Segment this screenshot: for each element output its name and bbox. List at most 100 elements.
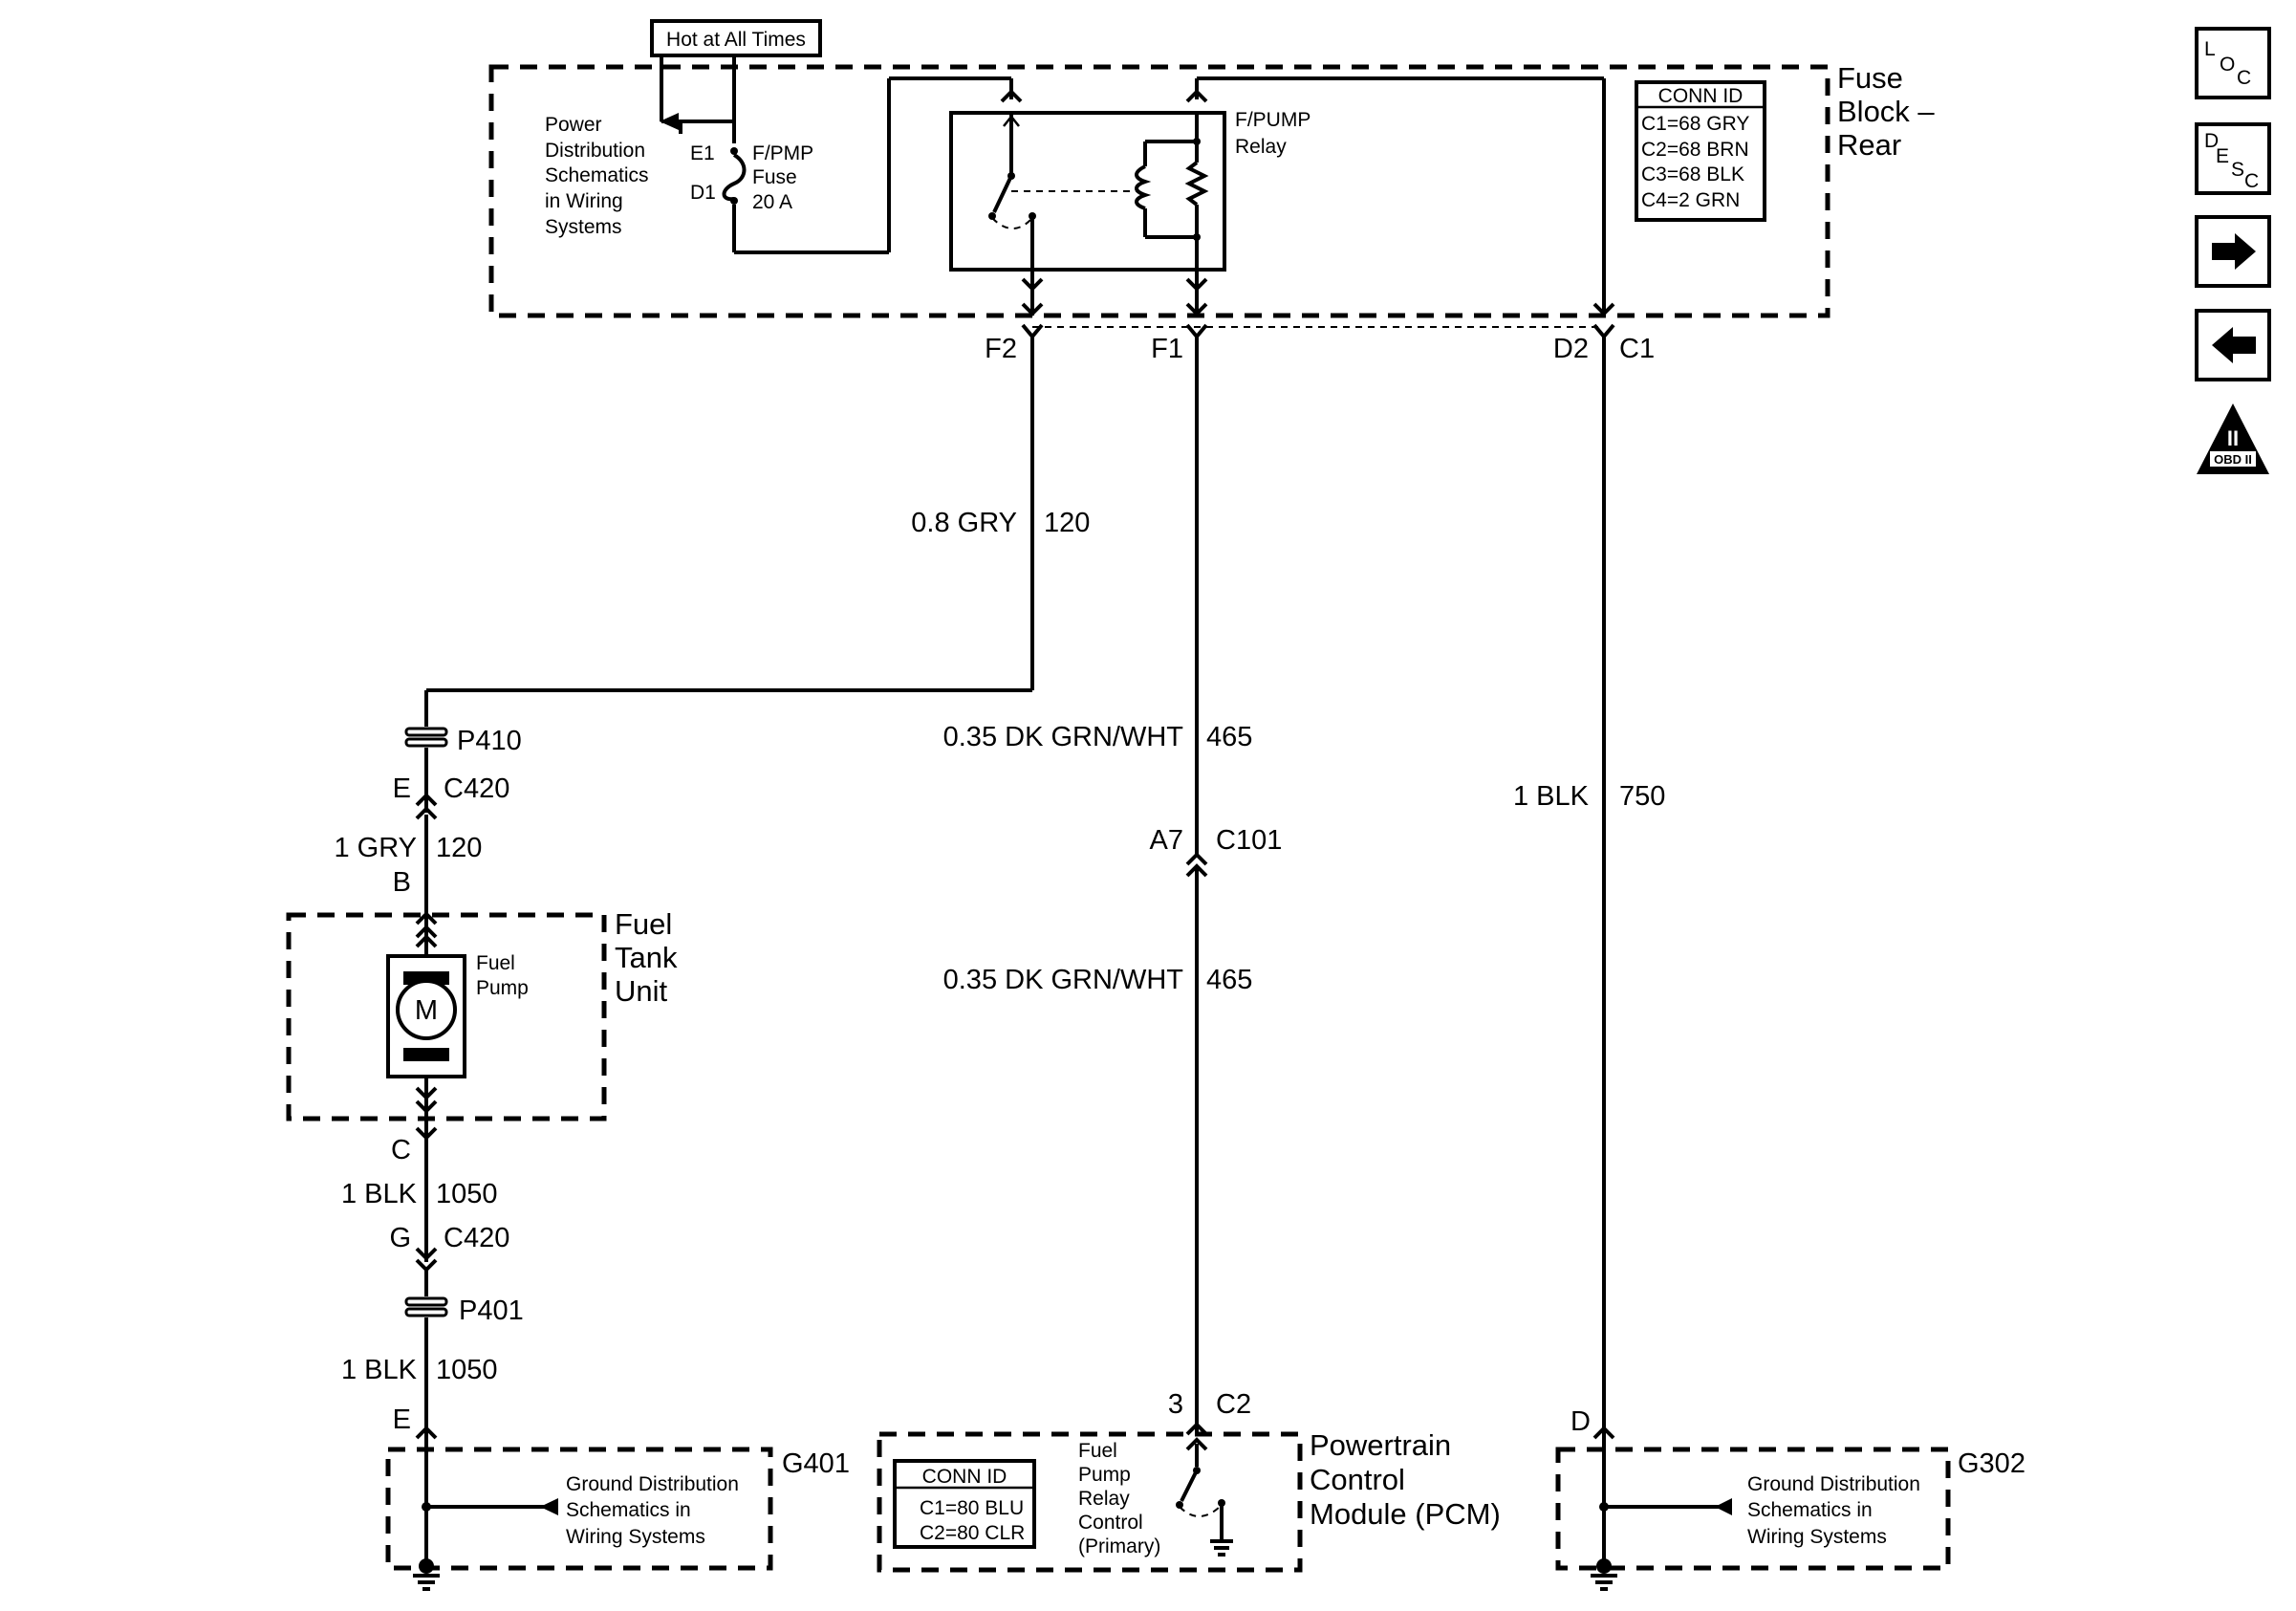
wire-size-color: 0.35 DK GRN/WHT — [943, 965, 1184, 995]
ground-text: Wiring Systems — [1747, 1526, 1887, 1548]
fuse-block-rear: Fuse Block – Rear Power Distribution Sch… — [488, 55, 1935, 364]
fuel-tank-title-2: Tank — [615, 941, 678, 974]
loc-glyph: C — [2237, 67, 2251, 89]
svg-text:Schematics: Schematics — [545, 164, 649, 186]
ground-text: Ground Distribution — [566, 1473, 739, 1495]
fuse-block-title-3: Rear — [1837, 128, 1901, 162]
fuse-name-3: 20 A — [752, 191, 792, 213]
pcm-conn-id-table: CONN ID C1=80 BLU C2=80 CLR — [893, 1459, 1036, 1549]
pcm-control-label: (Primary) — [1078, 1535, 1160, 1557]
c2-pin: 3 — [1168, 1389, 1183, 1420]
pin-c: C — [391, 1135, 411, 1165]
ground-text: Schematics in — [1747, 1499, 1873, 1521]
relay-body — [949, 111, 1226, 272]
pcm-title-3: Module (PCM) — [1310, 1497, 1501, 1531]
relay-name-2: Relay — [1235, 136, 1287, 158]
conn-id-row: C4=2 GRN — [1641, 189, 1740, 211]
motor-symbol: M — [415, 995, 438, 1026]
obd-label: OBD II — [2214, 452, 2252, 467]
p410-label: P410 — [457, 726, 522, 756]
wire-size-color: 1 BLK — [341, 1355, 418, 1385]
wire-size-color: 1 BLK — [341, 1179, 418, 1209]
c420-top-label: C420 — [444, 773, 509, 804]
fuel-tank-title-1: Fuel — [615, 907, 672, 941]
ground-text: Schematics in — [566, 1499, 691, 1521]
conn-id-header: CONN ID — [1658, 85, 1744, 107]
fuel-pump-motor: M Fuel Pump — [386, 952, 529, 1078]
svg-text:Systems: Systems — [545, 216, 622, 238]
c101-label: C101 — [1216, 825, 1282, 856]
fuse-name-1: F/PMP — [752, 142, 813, 164]
relay-coil-icon — [1135, 164, 1152, 210]
pin-b: B — [393, 867, 411, 898]
desc-glyph: E — [2216, 145, 2229, 167]
ground-text: Ground Distribution — [1747, 1473, 1920, 1495]
wire-circuit: 465 — [1206, 722, 1252, 752]
wire-circuit: 465 — [1206, 965, 1252, 995]
terminal-f1: F1 — [1151, 334, 1183, 364]
arrow-right-icon — [2212, 233, 2256, 270]
g302-boundary — [1555, 1447, 1951, 1571]
previous-page-button[interactable] — [2195, 309, 2271, 381]
loc-glyph: L — [2204, 38, 2216, 60]
location-button[interactable]: L O C — [2195, 27, 2271, 99]
pcm-control-label: Control — [1078, 1512, 1143, 1534]
pin-e: E — [393, 1404, 411, 1435]
wire-circuit: 120 — [436, 833, 482, 863]
desc-glyph: S — [2231, 159, 2244, 181]
fuse-pin-d1: D1 — [690, 182, 716, 204]
p401-connector-icon — [404, 1296, 448, 1317]
svg-text:in Wiring: in Wiring — [545, 190, 623, 212]
wire-size-color: 0.8 GRY — [911, 508, 1017, 538]
fuel-tank-unit-boundary — [286, 912, 607, 1121]
p410-connector-icon — [404, 727, 448, 748]
pcm-ground-icon — [1210, 1539, 1233, 1557]
c101-pin: A7 — [1150, 825, 1183, 856]
g302-label: G302 — [1958, 1448, 2025, 1479]
svg-text:Distribution: Distribution — [545, 140, 645, 162]
relay-resistor-icon — [1184, 161, 1209, 207]
pcm-control-label: Pump — [1078, 1464, 1131, 1486]
power-distribution-arrow-icon — [660, 113, 679, 130]
pcm-switch-icon — [1180, 1469, 1199, 1502]
loc-glyph: O — [2220, 54, 2235, 76]
f-pmp-fuse: E1 D1 F/PMP Fuse 20 A — [690, 76, 1011, 254]
ground-arrow-icon — [1715, 1498, 1732, 1515]
fuel-pump-label-1: Fuel — [476, 952, 515, 974]
conn-id-row: C2=68 BRN — [1641, 139, 1749, 161]
wire-circuit: 1050 — [436, 1355, 498, 1385]
pin-d: D — [1570, 1406, 1591, 1437]
next-page-button[interactable] — [2195, 215, 2271, 288]
pcm-control-label: Fuel — [1078, 1440, 1117, 1462]
arrow-left-icon — [2212, 327, 2256, 363]
description-button[interactable]: D E S C — [2195, 122, 2271, 195]
g302-ground-icon — [1591, 1574, 1617, 1591]
g401-ground-icon — [413, 1574, 440, 1591]
wire-circuit: 120 — [1044, 508, 1090, 538]
g401-label: G401 — [782, 1448, 850, 1479]
motor-icon — [396, 979, 457, 1040]
fuel-pump-feed-circuit: 0.8 GRY 120 P410 E C420 1 GRY 120 B Fuel… — [286, 337, 1090, 1591]
fuse-block-title-2: Block – — [1837, 95, 1935, 128]
pcm-boundary — [877, 1431, 1303, 1573]
wire-size-color: 1 GRY — [334, 833, 417, 863]
wire-circuit: 750 — [1619, 781, 1665, 812]
p401-label: P401 — [459, 1295, 524, 1326]
pcm-control-circuit: 0.35 DK GRN/WHT 465 A7 C101 0.35 DK GRN/… — [877, 337, 1501, 1573]
obd-ii-button[interactable]: II OBD II — [2197, 403, 2269, 474]
terminal-c1: C1 — [1619, 334, 1655, 364]
ground-arrow-icon — [540, 1498, 558, 1515]
c2-label: C2 — [1216, 1389, 1251, 1420]
fuel-tank-title-3: Unit — [615, 974, 668, 1008]
g401-boundary — [385, 1447, 773, 1571]
desc-glyph: D — [2204, 130, 2219, 152]
conn-id-row: C1=68 GRY — [1641, 113, 1749, 135]
pcm-title-2: Control — [1310, 1463, 1405, 1496]
wire-circuit: 1050 — [436, 1179, 498, 1209]
c420-top-pin: E — [393, 773, 411, 804]
conn-id-row: C2=80 CLR — [920, 1522, 1025, 1544]
fuse-block-conn-id-table: CONN ID C1=68 GRY C2=68 BRN C3=68 BLK C4… — [1635, 80, 1766, 222]
obd-numeral: II — [2227, 426, 2239, 450]
relay-switch-icon — [992, 175, 1013, 213]
